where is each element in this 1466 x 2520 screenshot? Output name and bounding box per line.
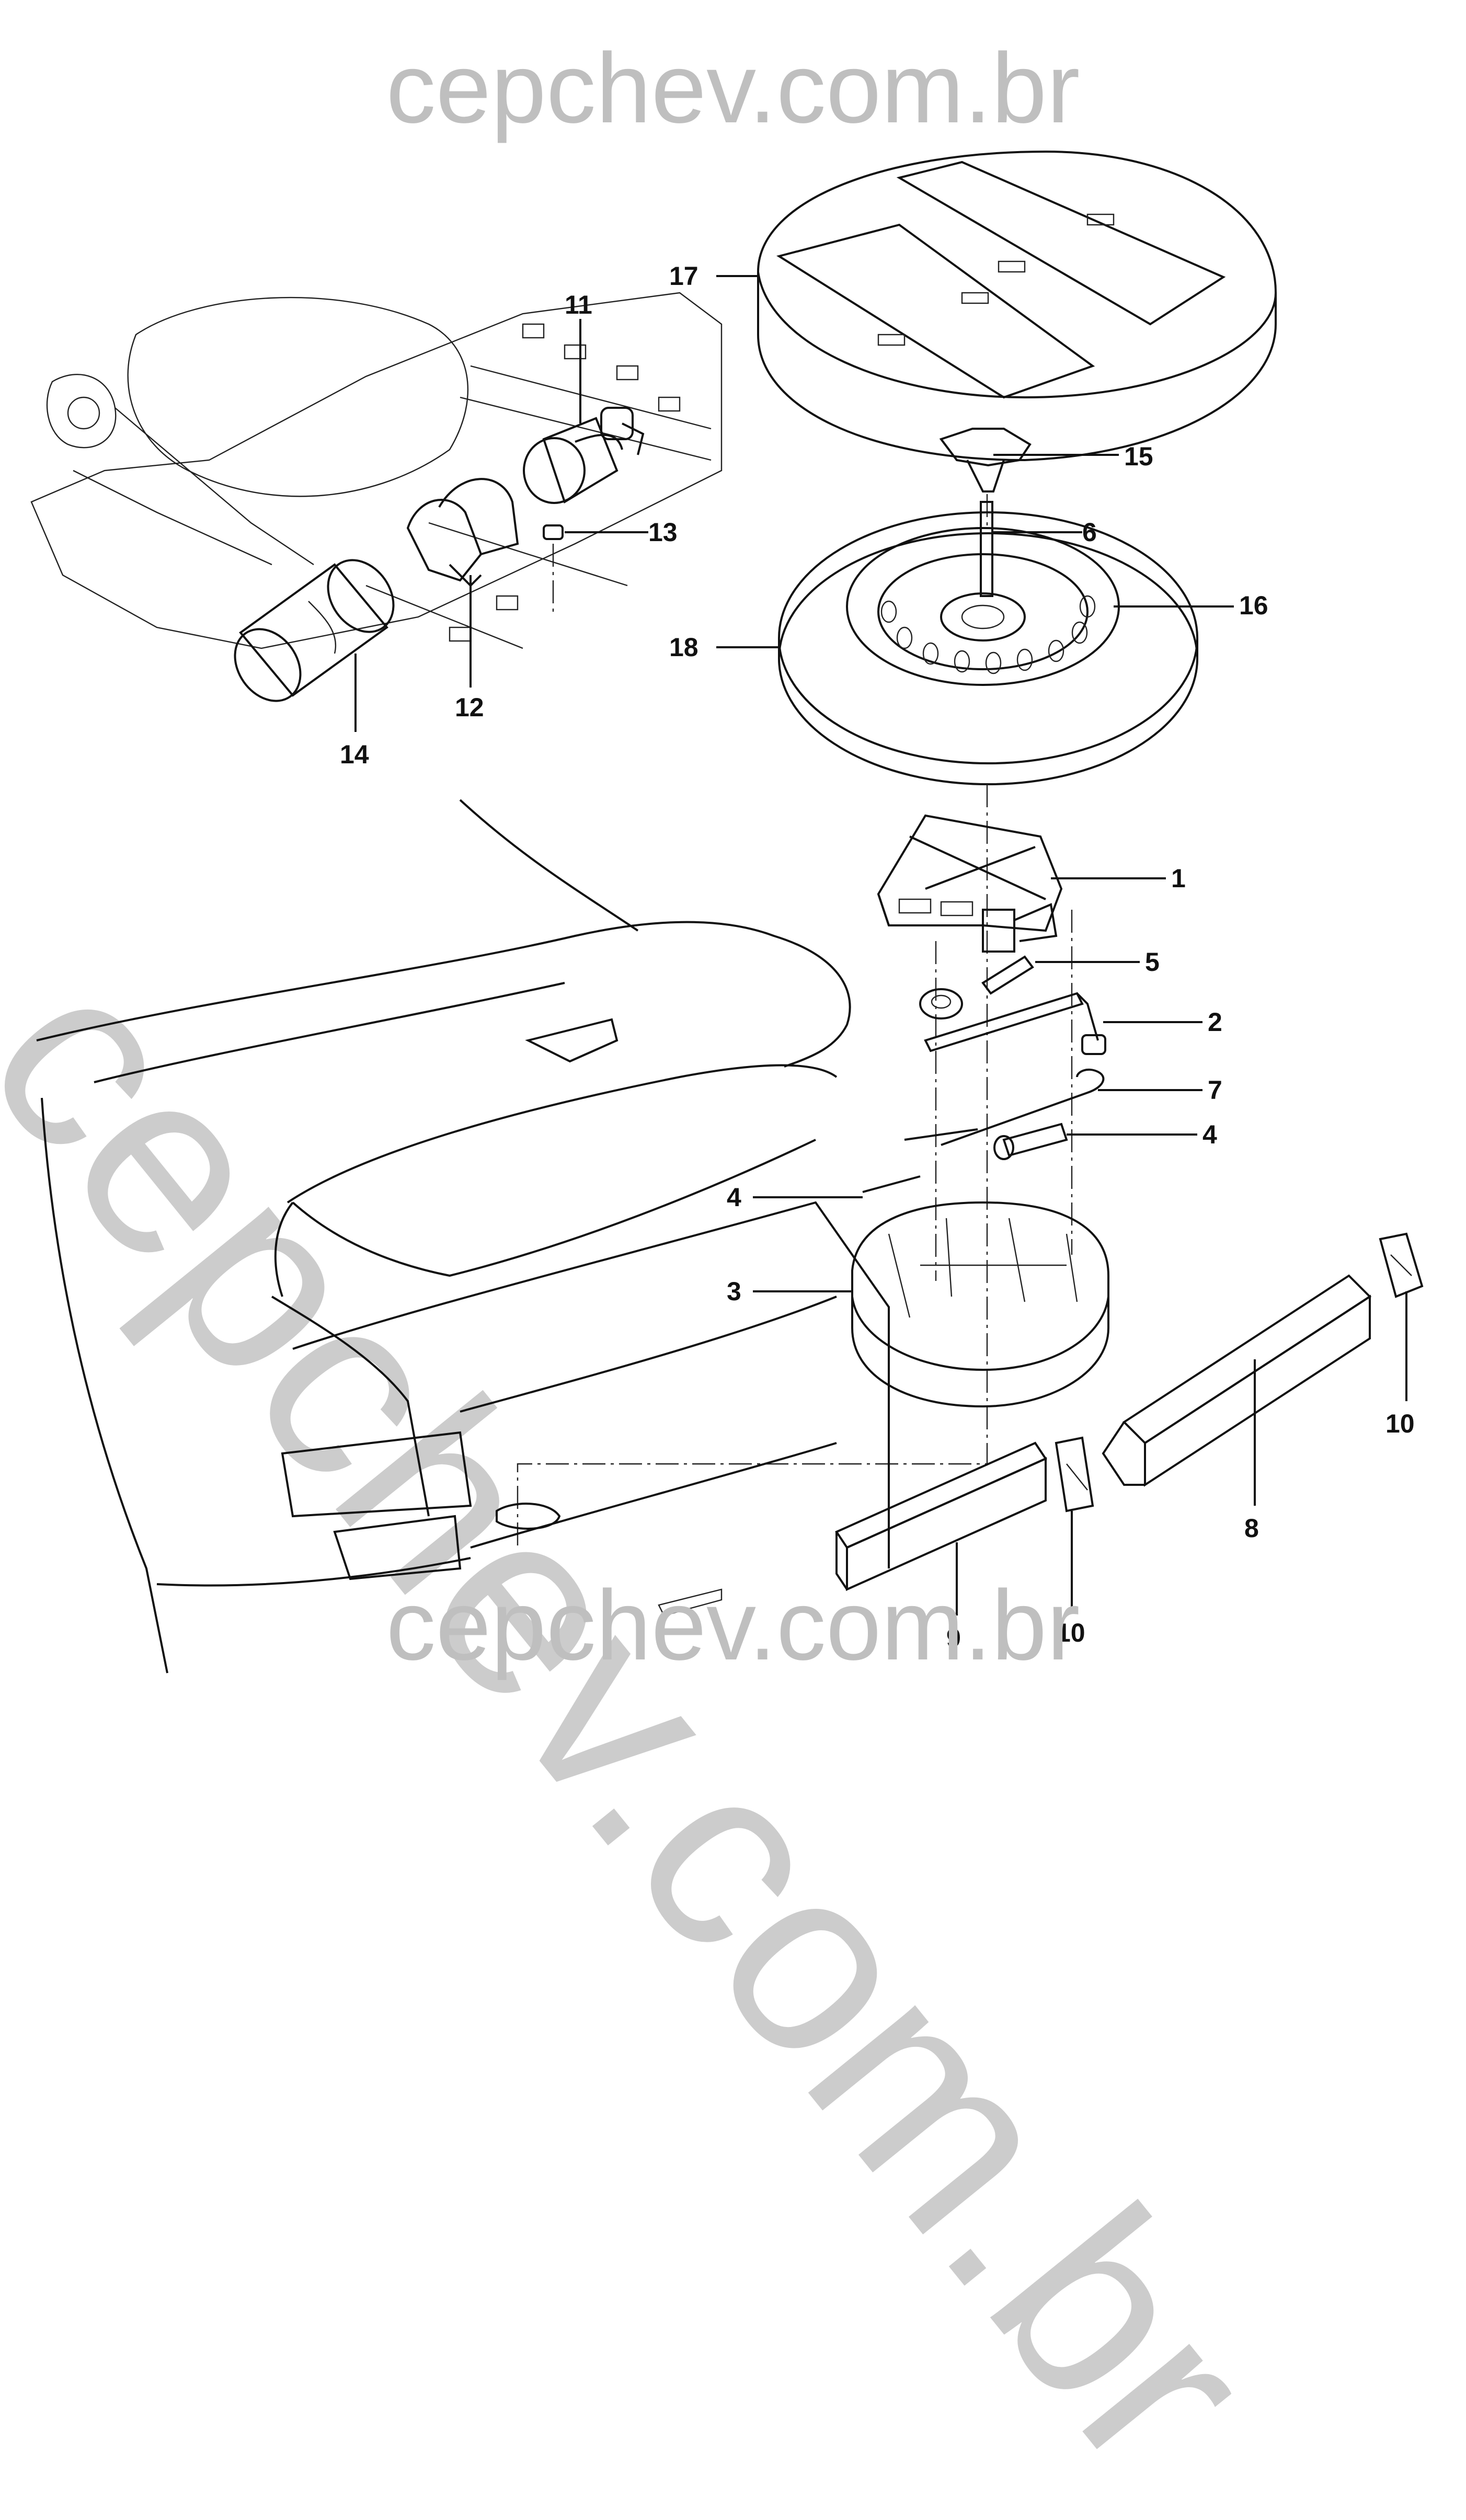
callout-17: 17 [669,261,698,291]
callout-3: 3 [727,1277,741,1306]
callout-9: 9 [946,1623,961,1653]
callout-8: 8 [1244,1514,1259,1543]
part-13-screw [543,524,564,617]
exploded-parts-diagram: 17 11 15 13 6 16 18 12 14 1 5 2 7 4 4 3 … [30,150,1424,1674]
callout-12: 12 [455,693,484,722]
callout-4-left: 4 [727,1183,741,1212]
part-5-extension [919,955,1034,1020]
part-18-spare-tire [778,511,1198,785]
callout-6: 6 [1082,518,1097,547]
part-9-block [835,1441,1047,1591]
part-7-hook [941,1068,1105,1146]
part-11-compressor [523,407,645,504]
callout-10-center: 10 [1056,1618,1085,1647]
part-8-block [1102,1274,1372,1487]
callout-labels: 17 11 15 13 6 16 18 12 14 1 5 2 7 4 4 3 … [340,261,1415,1653]
top-watermark: cepchev.com.br [386,33,1080,144]
part-1-jack [877,814,1063,953]
part-17-tray-lid [757,150,1277,462]
callout-15: 15 [1124,442,1153,471]
callout-18: 18 [669,633,698,662]
leader-lines [354,275,1407,1616]
part-6-bolt [980,501,993,597]
assembly-axis [517,784,988,1548]
callout-11: 11 [565,290,592,319]
callout-16: 16 [1239,591,1268,620]
part-3-tool-tray [851,1201,1109,1408]
part-2-wrench [924,992,1106,1055]
callout-2: 2 [1208,1007,1222,1037]
callout-5: 5 [1145,947,1160,977]
part-12-clamp [406,478,519,587]
part-15-wing-nut [939,428,1032,528]
part-4-screwdriver [862,1122,1068,1193]
car-rear-body [36,799,890,1674]
trunk-floor-assembly [30,292,723,649]
part-14-canister [234,559,395,702]
callout-4-right: 4 [1202,1120,1217,1149]
part-10-clip-center [1055,1436,1094,1513]
part-16-wheel [846,527,1120,686]
callout-7: 7 [1208,1075,1222,1105]
callout-14: 14 [340,740,369,769]
callout-1: 1 [1171,864,1186,893]
callout-13: 13 [648,518,678,547]
part-10-clip-right [1379,1232,1424,1298]
bottom-watermark: cepchev.com.br [386,1570,1080,1681]
callout-10-right: 10 [1385,1409,1415,1438]
